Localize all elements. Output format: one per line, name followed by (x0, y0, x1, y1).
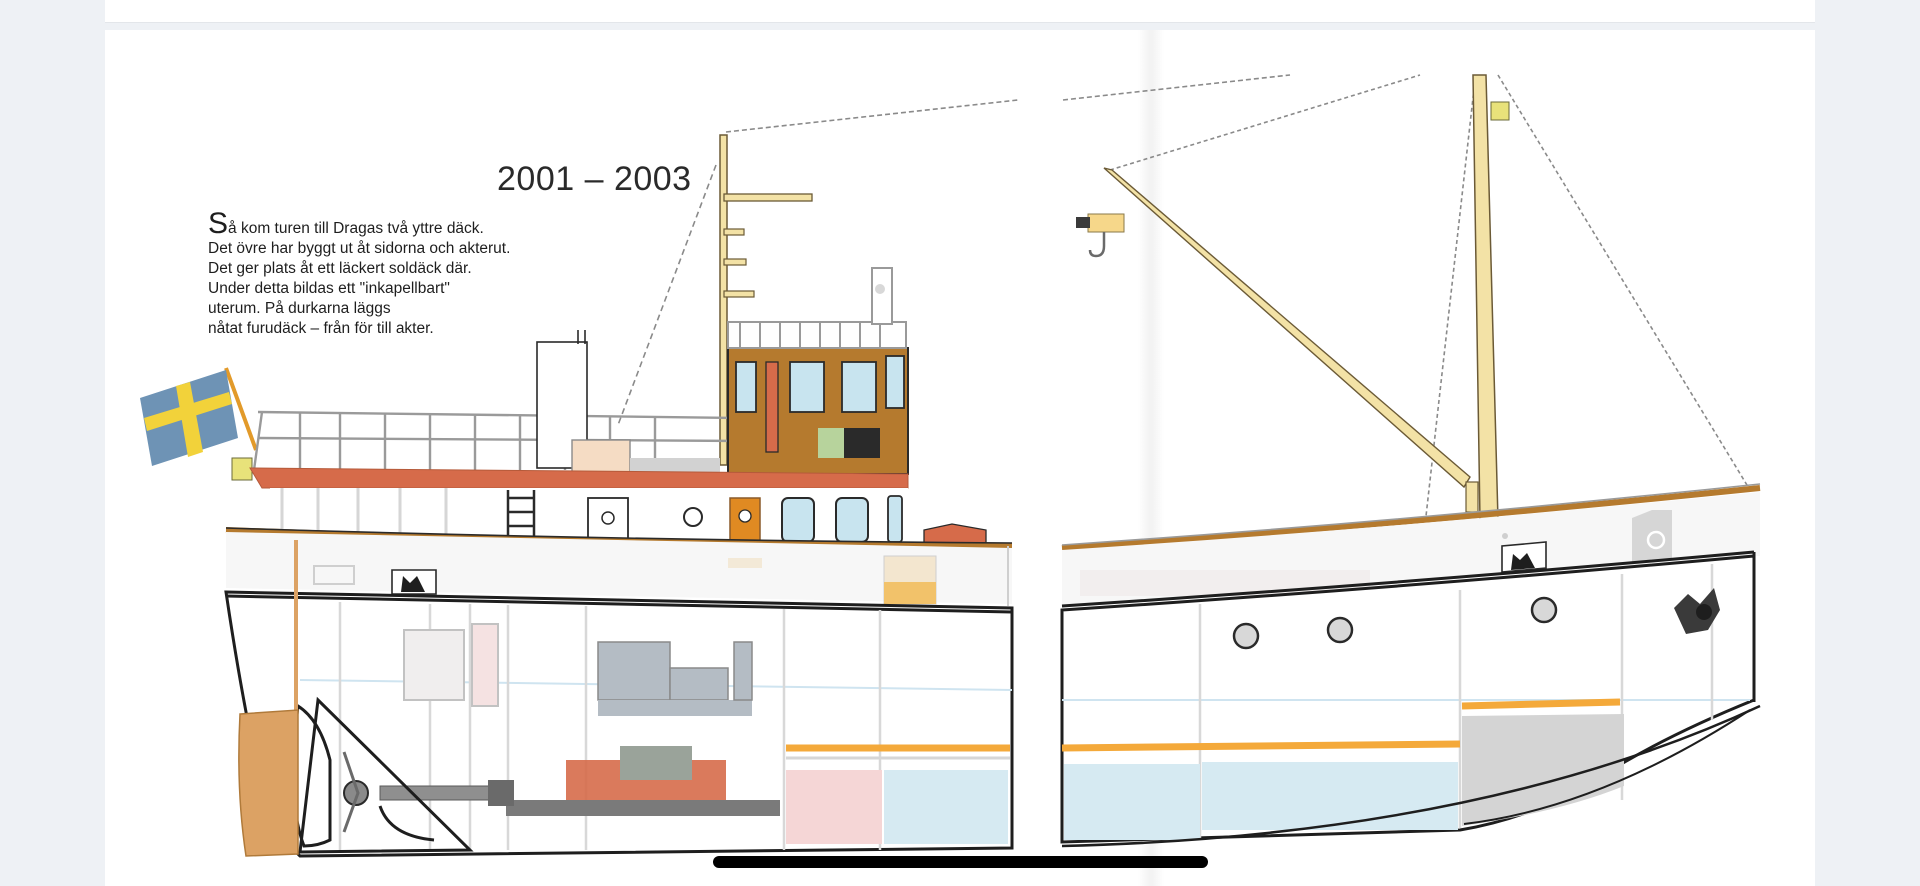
poem-line-5: uterum. På durkarna läggs (208, 300, 391, 317)
deck-hatch (571, 439, 631, 475)
deck-fitting (1502, 533, 1508, 539)
bulwark-right (1062, 492, 1760, 606)
home-indicator-bar[interactable] (713, 856, 1208, 868)
previous-page-edge (105, 0, 1815, 23)
poem-line-6: nåtat furudäck – från för till akter. (208, 320, 434, 337)
crane-hook-icon (1076, 213, 1125, 258)
bulwark-left (226, 532, 1012, 606)
poem-line-4: Under detta bildas ett "inkapellbart" (208, 280, 450, 297)
cargo-boom (1103, 167, 1479, 513)
poem-line-1: Så kom turen till Dragas två yttre däck. (208, 209, 568, 239)
main-mast (1472, 74, 1510, 521)
hull-left (224, 540, 1014, 858)
deck-box (630, 458, 720, 472)
swedish-flag-icon (140, 367, 258, 481)
poem-line-1-text: å kom turen till Dragas två yttre däck. (228, 220, 484, 237)
main-deck-line-right (1061, 485, 1761, 551)
poem-line-2: Det övre har byggt ut åt sidorna och akt… (208, 240, 511, 257)
poem-dropcap: S (208, 207, 229, 240)
front-mast (719, 134, 813, 466)
hull-right (1060, 550, 1761, 848)
page-title: 2001 – 2003 (497, 160, 692, 198)
poem-text: Så kom turen till Dragas två yttre däck.… (208, 209, 568, 339)
poem-line-3: Det ger plats åt ett läckert soldäck där… (208, 260, 472, 277)
anchor-icon (1674, 588, 1720, 634)
wheelhouse (727, 267, 909, 475)
